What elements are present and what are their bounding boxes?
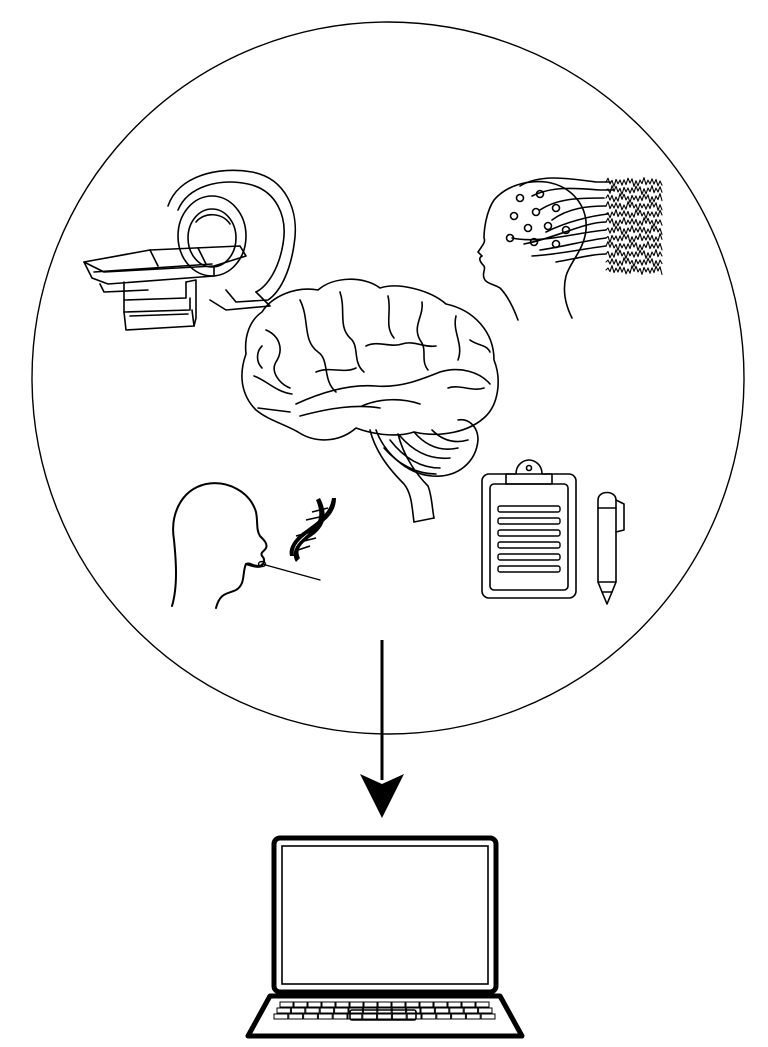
keyboard-key xyxy=(319,1007,335,1014)
touchpad xyxy=(349,1009,417,1021)
keyboard-key xyxy=(317,1013,333,1020)
eeg-wave-line xyxy=(605,209,663,219)
brain-icon xyxy=(241,278,499,523)
eeg-wave-line xyxy=(605,193,663,203)
keyboard-key xyxy=(347,1013,363,1020)
keyboard-key xyxy=(335,1001,350,1008)
keyboard-key xyxy=(377,1013,392,1020)
pen-icon xyxy=(597,491,625,605)
eeg-wave-line xyxy=(605,225,663,235)
clipboard-icon xyxy=(481,459,577,599)
data-sources-circle xyxy=(31,21,745,735)
keyboard-key xyxy=(449,1007,464,1014)
down-arrow-icon xyxy=(360,640,404,818)
eeg-wave-line xyxy=(605,241,663,251)
keyboard-key xyxy=(447,1001,462,1008)
keyboard xyxy=(273,1001,496,1020)
keyboard-key xyxy=(433,1001,448,1008)
keyboard-key xyxy=(334,1007,349,1014)
keyboard-key xyxy=(405,1001,420,1008)
keyboard-key xyxy=(465,1013,481,1020)
keyboard-key xyxy=(377,1001,392,1008)
mri-scanner-icon xyxy=(83,169,297,331)
keyboard-key xyxy=(321,1001,336,1008)
keyboard-key xyxy=(290,1007,306,1014)
dna-helix-icon xyxy=(289,498,336,562)
keyboard-key xyxy=(305,1007,320,1014)
keyboard-key xyxy=(461,1001,476,1008)
keyboard-key xyxy=(436,1013,452,1020)
keyboard-key xyxy=(332,1013,348,1020)
keyboard-key xyxy=(463,1007,479,1014)
keyboard-key xyxy=(480,1013,496,1020)
keyboard-key xyxy=(362,1013,378,1020)
keyboard-key xyxy=(391,1001,406,1008)
eeg-wave-line xyxy=(605,257,663,267)
eeg-wave-line xyxy=(605,177,663,187)
keyboard-key xyxy=(293,1001,308,1008)
keyboard-key xyxy=(434,1007,450,1014)
eeg-wave-line xyxy=(605,249,663,259)
keyboard-key xyxy=(279,1001,294,1008)
keyboard-key xyxy=(276,1007,291,1014)
keyboard-key xyxy=(451,1013,466,1020)
eeg-wave-line xyxy=(605,233,663,243)
keyboard-key xyxy=(273,1013,289,1020)
keyboard-key xyxy=(391,1013,407,1020)
keyboard-key xyxy=(349,1001,364,1008)
laptop-icon xyxy=(245,835,525,1039)
eeg-wave-line xyxy=(605,265,663,275)
keyboard-key xyxy=(421,1013,437,1020)
saliva-swab-icon xyxy=(171,482,321,609)
keyboard-key xyxy=(307,1001,322,1008)
eeg-wave-line xyxy=(605,201,663,211)
eeg-head-icon xyxy=(477,177,663,321)
keyboard-key xyxy=(363,1001,378,1008)
keyboard-key xyxy=(419,1001,434,1008)
eeg-wave-line xyxy=(605,217,663,227)
eeg-wave-line xyxy=(605,185,663,195)
keyboard-key xyxy=(288,1013,304,1020)
keyboard-key xyxy=(420,1007,435,1014)
keyboard-key xyxy=(303,1013,318,1020)
keyboard-key xyxy=(406,1013,422,1020)
keyboard-key xyxy=(475,1001,490,1008)
eeg-waveforms xyxy=(605,177,663,275)
keyboard-key xyxy=(478,1007,493,1014)
